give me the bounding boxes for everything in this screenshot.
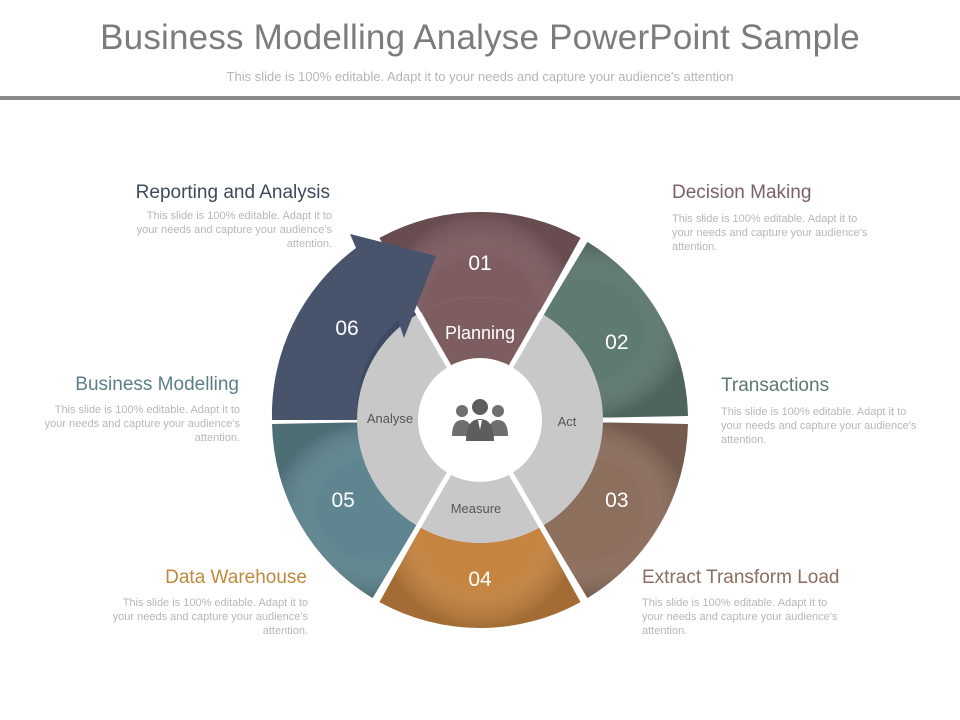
header-divider	[0, 96, 960, 100]
label-transactions-body: This slide is 100% editable. Adapt it to…	[721, 406, 917, 446]
segment-number-05: 05	[331, 489, 354, 512]
segment-number-06-overlay: 06	[335, 317, 358, 340]
cycle-arrow-highlight	[271, 234, 436, 420]
label-transactions-title: Transactions	[721, 375, 830, 396]
label-etl-body: This slide is 100% editable. Adapt it to…	[642, 597, 838, 637]
label-warehouse-body: This slide is 100% editable. Adapt it to…	[112, 597, 308, 637]
segment-number-01: 01	[468, 252, 491, 275]
label-business-title: Business Modelling	[75, 374, 239, 395]
segment-number-02: 02	[605, 331, 628, 354]
people-group-icon	[452, 399, 508, 441]
segment-number-04: 04	[468, 568, 492, 591]
inner-label-analyse: Analyse	[367, 411, 413, 426]
outer-divider-3	[539, 525, 588, 604]
label-business-body: This slide is 100% editable. Adapt it to…	[44, 404, 240, 444]
inner-label-measure: Measure	[451, 501, 502, 516]
page-title: Business Modelling Analyse PowerPoint Sa…	[100, 18, 860, 57]
label-reporting-title: Reporting and Analysis	[135, 182, 330, 203]
label-decision-title: Decision Making	[672, 182, 812, 203]
inner-label-planning: Planning	[445, 323, 515, 343]
cycle-arrow-icon	[271, 234, 436, 420]
page-subtitle: This slide is 100% editable. Adapt it to…	[226, 69, 734, 84]
label-warehouse-title: Data Warehouse	[165, 567, 307, 588]
segment-number-03: 03	[605, 489, 628, 512]
outer-divider-4	[372, 525, 421, 604]
label-reporting-body: This slide is 100% editable. Adapt it to…	[136, 210, 332, 250]
label-decision-body: This slide is 100% editable. Adapt it to…	[672, 213, 868, 253]
label-etl-title: Extract Transform Load	[642, 567, 840, 588]
outer-divider-1	[539, 236, 588, 315]
inner-label-act: Act	[558, 414, 577, 429]
